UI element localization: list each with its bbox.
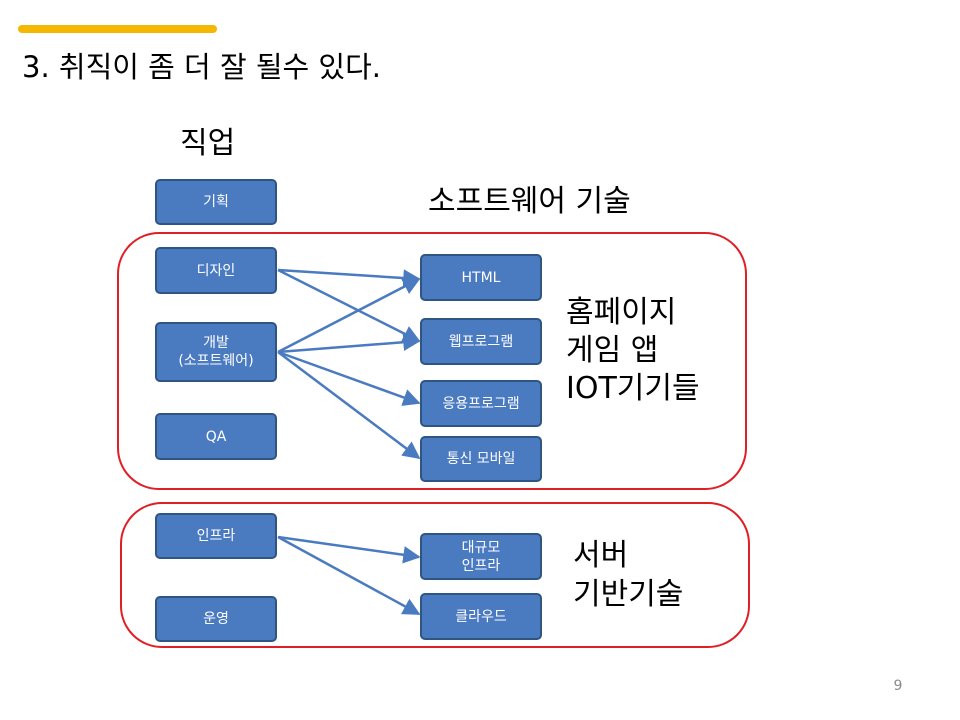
box-cloud: 클라우드 [420, 593, 542, 640]
slide-title: 3. 취직이 좀 더 잘 될수 있다. [22, 50, 381, 84]
box-app-program-label: 응용프로그램 [442, 395, 520, 412]
arrow-infra-to-cloud [277, 535, 421, 616]
software-group-line-1: 홈페이지 [566, 295, 677, 330]
box-qa: QA [155, 413, 277, 460]
arrow-dev-to-app-program [277, 350, 421, 406]
jobs-heading: 직업 [180, 126, 236, 161]
box-development-sublabel: (소프트웨어) [178, 353, 254, 369]
arrow-design-to-web-program [277, 268, 421, 343]
box-development: 개발 (소프트웨어) [155, 322, 277, 382]
software-group-frame [117, 232, 747, 490]
box-development-label: 개발 [203, 335, 229, 351]
box-cloud-label: 클라우드 [455, 608, 507, 625]
title-accent-bar [18, 25, 217, 33]
box-design-label: 디자인 [196, 262, 236, 279]
server-group-frame [120, 502, 750, 648]
box-html: HTML [420, 254, 542, 301]
page-number: 9 [893, 678, 903, 694]
software-tech-heading: 소프트웨어 기술 [428, 184, 631, 219]
box-large-infra-sublabel: 인프라 [461, 557, 501, 574]
box-qa-label: QA [205, 428, 227, 445]
arrow-design-to-html [277, 268, 421, 287]
box-large-infra: 대규모 인프라 [420, 533, 542, 580]
software-group-line-3: IOT기기들 [566, 371, 700, 406]
box-planning-label: 기획 [203, 194, 229, 210]
software-group-line-2: 게임 앱 [566, 333, 659, 368]
arrow-dev-to-html [277, 277, 421, 354]
box-operations-label: 운영 [203, 611, 229, 627]
box-infra: 인프라 [155, 513, 277, 559]
box-large-infra-label: 대규모 [461, 539, 501, 556]
box-web-program: 웹프로그램 [420, 318, 542, 365]
arrow-dev-to-mobile [277, 351, 421, 460]
arrow-dev-to-web-program [277, 333, 421, 354]
box-design: 디자인 [155, 247, 277, 294]
arrow-infra-to-large-infra [277, 535, 421, 564]
box-mobile-label: 통신 모바일 [446, 451, 516, 467]
box-planning: 기획 [155, 179, 277, 225]
server-group-line-1: 서버 [573, 538, 629, 573]
box-mobile: 통신 모바일 [420, 436, 542, 482]
box-app-program: 응용프로그램 [420, 380, 542, 427]
server-group-line-2: 기반기술 [573, 577, 684, 612]
box-operations: 운영 [155, 596, 277, 642]
box-web-program-label: 웹프로그램 [448, 333, 514, 350]
box-infra-label: 인프라 [196, 528, 236, 544]
box-html-label: HTML [461, 269, 501, 286]
